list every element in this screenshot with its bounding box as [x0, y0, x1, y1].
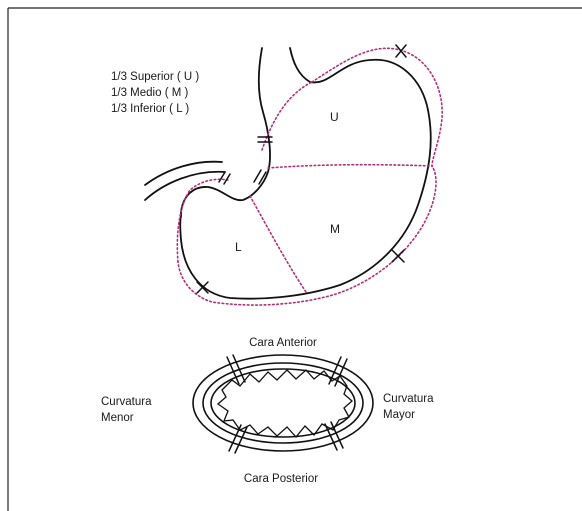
legend-lower-third: 1/3 Inferior ( L ) — [111, 103, 189, 115]
region-label-lower: L — [235, 240, 242, 254]
cross-section-drawing: Cara Anterior Cara Posterior Curvatura M… — [101, 337, 434, 485]
upper-middle-boundary — [268, 165, 432, 168]
label-greater-curvature-line2: Mayor — [383, 409, 415, 421]
legend-middle-third: 1/3 Medio ( M ) — [111, 87, 188, 99]
region-legend: 1/3 Superior ( U ) 1/3 Medio ( M ) 1/3 I… — [111, 71, 199, 115]
label-posterior-face: Cara Posterior — [244, 473, 318, 485]
greater-curve-x-marks — [197, 45, 406, 293]
label-greater-curvature-line1: Curvatura — [383, 393, 434, 405]
middle-lower-boundary — [250, 196, 306, 292]
label-lesser-curvature-line1: Curvatura — [101, 396, 152, 408]
region-label-middle: M — [330, 222, 340, 236]
mucosa-lumen — [218, 370, 352, 437]
duodenum-lower-outline — [145, 162, 222, 185]
label-anterior-face: Cara Anterior — [249, 337, 317, 349]
resection-envelope — [178, 48, 442, 305]
region-label-upper: U — [330, 110, 339, 124]
duodenum-outline — [145, 172, 225, 200]
label-lesser-curvature-line2: Menor — [101, 412, 134, 424]
legend-upper-third: 1/3 Superior ( U ) — [111, 71, 199, 83]
stomach-drawing: U M L — [145, 45, 442, 305]
